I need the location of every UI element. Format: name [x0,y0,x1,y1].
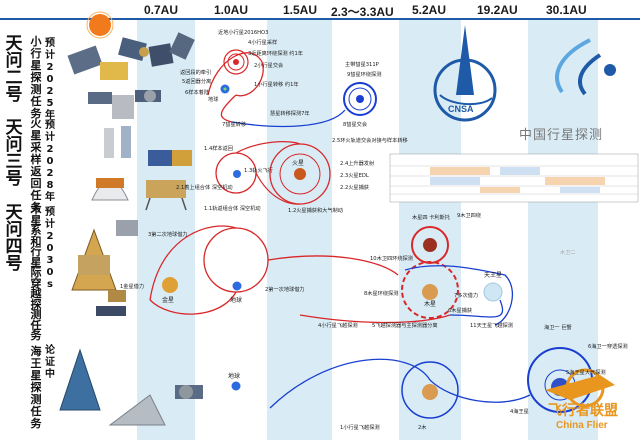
au-label-30.1: 30.1AU [546,3,587,17]
neptune-spacecraft-art [59,348,203,426]
mission-jupiter-label: 木星系和行星际穿越探测任务 [30,203,42,342]
row3-c3: 2第一次地球借力 [265,287,305,293]
earth-row4 [231,381,241,391]
mission-tianwen-3: 天问三号 [5,118,23,189]
au-label-1.5: 1.5AU [283,3,318,17]
row2-b4: 2.4上升器发射 [340,161,375,167]
row3-c1: 3第二次地球借力 [148,232,188,238]
row3-c2: 1金星借力 [120,284,145,290]
row3-c10: 5飞越探测器与主探测器分离 [372,323,438,329]
row3-c5: 10木卫四环绕探测 [370,256,413,262]
venus [162,277,178,293]
earth-row3 [232,281,242,291]
row1-step7: 7彗星转移 [222,122,247,128]
row3-faint: 木卫二 [560,250,576,256]
row1-comet-target: 主带彗星311P [345,62,379,68]
au-label-19.2: 19.2AU [477,3,518,17]
au-label-0.7: 0.7AU [144,3,179,17]
row3-c11: 11天王星飞越探测 [470,323,513,329]
au-label-2.3-3.3: 2.3～3.3AU [331,5,394,19]
row2-b8: 1.1轨返组合体 深空机动 [204,206,261,212]
row1-step4: 4小行星采样 [248,40,278,46]
row2-b7: 2.1着上组合体 深空机动 [176,185,233,191]
row3-earth: 地球 [230,297,243,304]
watermark-en: China Flier [556,420,608,431]
row4-d5: 4海王星 [510,409,529,415]
au-axis-line [0,18,640,20]
row4-d1: 6海卫一穿透探测 [588,344,628,350]
row1-earth: 地球 [208,97,219,103]
row3-c6: 8木星环绕探测 [364,291,399,297]
row3-c9: 4小行星飞越探测 [318,323,358,329]
row2-b5: 2.3火星EDL [340,173,369,179]
row2-b3: 2.5环火轨道交会对接与样本转移 [332,138,408,144]
row1-step8: 8彗星交会 [343,122,368,128]
planetary-logo [555,38,616,96]
sun [89,14,111,36]
row4-d2: 5海王星大气探测 [566,370,606,376]
row4-earth: 地球 [228,373,241,380]
row3-uranus: 天王星 [484,272,503,279]
jupiter-row3 [422,284,438,300]
tianwen-3-spacecraft-art [91,126,192,211]
earth-row2 [233,170,241,178]
mission-jupiter-schedule: 预计2030s [45,207,55,290]
row4-d4: 2木 [418,425,427,431]
row2-mars: 火星 [292,160,305,167]
watermark-plane-icon [545,368,615,408]
band-5.2au [399,20,461,440]
mars-timeline-table [389,153,639,203]
cnsa-logo [433,25,497,122]
mission-neptune-label: 海王星探测任务 [30,345,42,430]
row4-d3: 1小行星飞越探测 [340,425,380,431]
row3-jup-title: 木星四 卡利斯托 [412,215,450,221]
mission-asteroid-label: 小行星探测任务 [30,35,42,120]
row1-step9: 9彗星环绕探测 [347,72,382,78]
mission-mars-label: 火星采样返回任务 [30,117,42,214]
row1-step3: 3近距离环绕探测 约1年 [248,51,303,57]
callisto [423,238,437,252]
row2-b1: 1.4样本返回 [204,146,233,152]
row2-b2: 1.3轨火飞行 [244,168,273,174]
row3-jupiter: 木星 [424,301,437,308]
watermark-cn: 飞行者联盟 [548,402,618,418]
planetary-logo-title: 中国行星探测 [519,128,604,143]
row1-target: 近地小行星2016HO3 [218,30,269,36]
row1-step5: 5返回器分离 [182,79,212,85]
row3-venus: 金星 [162,297,175,304]
jupiter-row4 [422,384,438,400]
cnsa-logo-text: CNSA [448,104,474,114]
mission-asteroid-schedule: 预计2025年 [45,38,55,121]
tianwen-2-spacecraft-art [67,32,195,119]
row2-b6: 2.2火星捕获 [340,185,369,191]
mission-tianwen-4: 天问四号 [5,203,23,274]
row1-step1: 1小行星转移 约1年 [254,82,299,88]
row3-c7: 7多次借力 [454,293,479,299]
row1-long: 慧星转移探测7年 [270,111,310,117]
row3-c8: 6木星捕获 [448,308,473,314]
row4-triton: 海卫一 巨蟹 [544,325,572,331]
au-label-5.2: 5.2AU [412,3,447,17]
row1-step6: 6样本着陆 [185,90,210,96]
row2-b9: 1.2火星捕获和大气制动 [288,208,343,214]
au-label-1.0: 1.0AU [214,3,249,17]
tianwen-4-spacecraft-art [71,220,138,316]
row1-step2: 2小行星交会 [254,63,284,69]
mission-mars-schedule: 预计2028年 [45,120,55,203]
mission-tianwen-2: 天问二号 [5,34,23,105]
row1-note1: 返回段的牵引 [180,70,212,76]
row3-c4: 9木卫四绕 [457,213,482,219]
mars-row2 [294,168,306,180]
mission-neptune-schedule: 论证中 [45,345,55,380]
band-1.5au [267,20,332,440]
